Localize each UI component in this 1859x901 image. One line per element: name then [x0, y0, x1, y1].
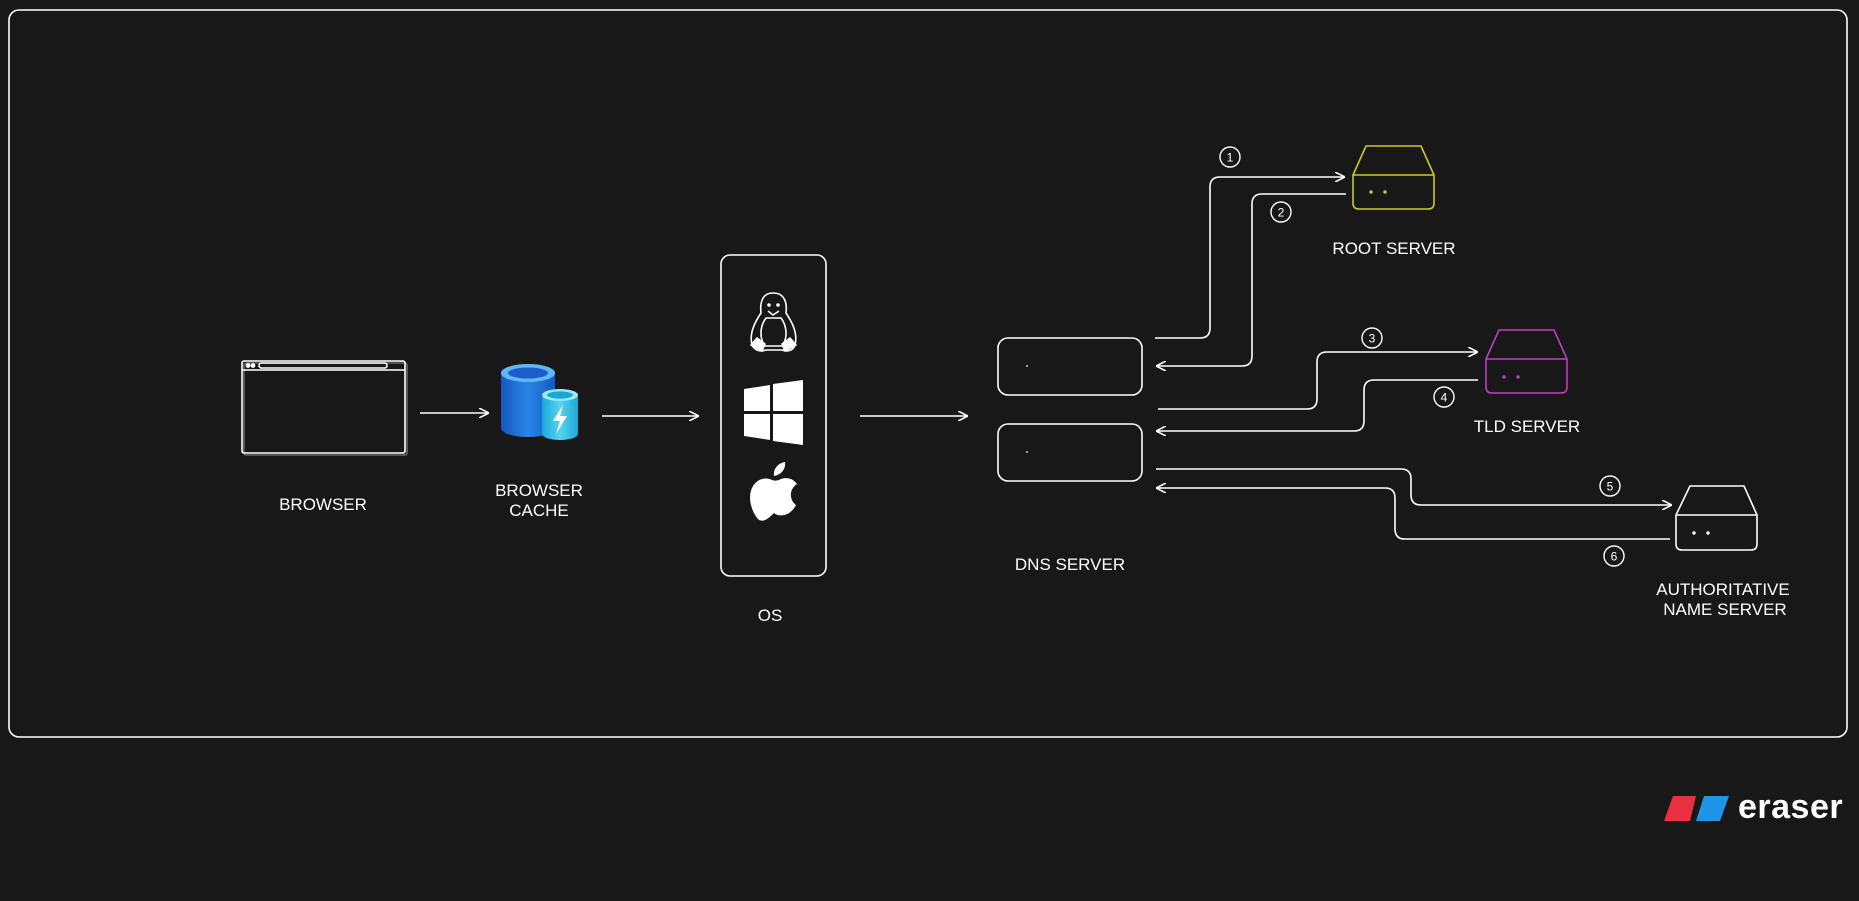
authoritative-server-node[interactable]: AUTHORITATIVE NAME SERVER — [1656, 485, 1790, 619]
root-server-label: ROOT SERVER — [1332, 239, 1455, 258]
step-badge-3: 3 — [1361, 327, 1383, 349]
svg-text:6: 6 — [1611, 550, 1618, 564]
cache-icon — [501, 364, 578, 440]
server-icon-root — [1352, 145, 1435, 210]
browser-cache-label-line2: CACHE — [509, 501, 569, 520]
tld-server-node[interactable]: TLD SERVER — [1474, 329, 1580, 436]
authoritative-server-label-line1: AUTHORITATIVE — [1656, 580, 1790, 599]
dns-server-box-bottom — [997, 423, 1143, 482]
eraser-logo[interactable]: eraser — [1664, 788, 1843, 826]
connector-step-6 — [1157, 488, 1670, 540]
dns-server-box-top — [997, 337, 1143, 396]
connector-step-3 — [1158, 352, 1477, 410]
os-container — [720, 254, 827, 577]
eraser-logo-mark-red — [1664, 796, 1696, 821]
connector-step-2 — [1157, 193, 1346, 366]
linux-icon — [750, 292, 797, 352]
browser-node[interactable]: BROWSER — [241, 360, 408, 514]
step-badge-1: 1 — [1219, 146, 1241, 168]
dns-server-node[interactable]: DNS SERVER — [997, 337, 1143, 574]
step-badge-6: 6 — [1603, 545, 1625, 567]
browser-window-icon — [241, 360, 408, 456]
os-node[interactable]: OS — [720, 254, 827, 625]
svg-text:1: 1 — [1227, 151, 1234, 165]
server-icon-authoritative — [1675, 485, 1758, 551]
svg-text:4: 4 — [1441, 391, 1448, 405]
apple-icon — [750, 462, 797, 521]
svg-text:5: 5 — [1607, 480, 1614, 494]
root-server-node[interactable]: ROOT SERVER — [1332, 145, 1456, 258]
connector-step-4 — [1157, 379, 1478, 431]
tld-server-label: TLD SERVER — [1474, 417, 1580, 436]
eraser-logo-mark-blue — [1696, 796, 1729, 821]
dns-server-label: DNS SERVER — [1015, 555, 1125, 574]
connector-step-1 — [1155, 177, 1344, 339]
step-badge-2: 2 — [1270, 201, 1292, 223]
step-badge-5: 5 — [1599, 475, 1621, 497]
diagram-frame — [8, 9, 1848, 738]
connector-step-5 — [1156, 468, 1671, 505]
browser-label: BROWSER — [279, 495, 367, 514]
browser-cache-label-line1: BROWSER — [495, 481, 583, 500]
authoritative-server-label-line2: NAME SERVER — [1663, 600, 1786, 619]
svg-text:3: 3 — [1369, 332, 1376, 346]
os-label: OS — [758, 606, 783, 625]
step-badge-4: 4 — [1433, 386, 1455, 408]
eraser-logo-text: eraser — [1738, 788, 1843, 826]
browser-cache-node[interactable]: BROWSER CACHE — [495, 364, 583, 520]
svg-text:2: 2 — [1278, 206, 1285, 220]
server-icon-tld — [1485, 329, 1568, 394]
windows-icon — [744, 380, 803, 445]
